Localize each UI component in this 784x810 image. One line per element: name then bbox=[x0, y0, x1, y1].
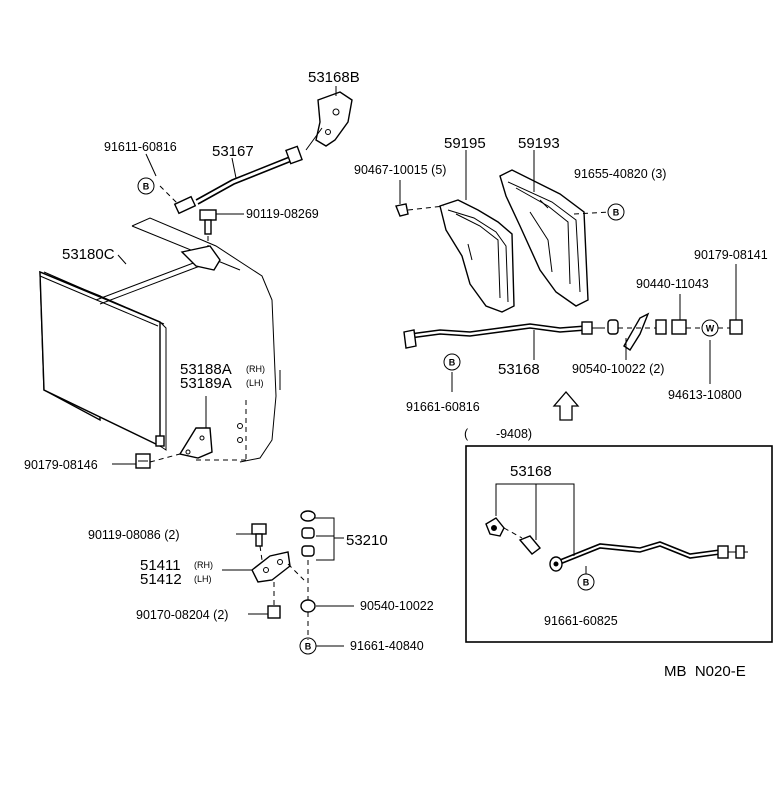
shield-59195 bbox=[439, 199, 515, 313]
label-91611-60816: 91611-60816 bbox=[104, 140, 177, 154]
label-inset-53168: 53168 bbox=[510, 463, 552, 480]
bolt-90119-08086 bbox=[251, 523, 267, 547]
label-90179-08141: 90179-08141 bbox=[694, 248, 768, 262]
label-53167: 53167 bbox=[212, 143, 254, 160]
svg-text:B: B bbox=[613, 208, 620, 218]
inset-leader bbox=[495, 483, 587, 574]
label-91655-40820: 91655-40820 (3) bbox=[574, 167, 666, 181]
label-90467-10015: 90467-10015 (5) bbox=[354, 163, 446, 177]
label-53168: 53168 bbox=[498, 361, 540, 378]
nut-90179-08141 bbox=[729, 319, 743, 335]
label-90170-08204: 90170-08204 (2) bbox=[136, 608, 228, 622]
label-53188A-rh: (RH) bbox=[246, 364, 265, 374]
svg-text:W: W bbox=[706, 324, 715, 334]
bolt-90119-08269 bbox=[199, 209, 244, 235]
grommet-90540-10022-bottom bbox=[300, 599, 316, 613]
label-53189A: 53189A bbox=[180, 375, 232, 392]
b-symbol-2: B bbox=[607, 203, 625, 221]
label-53210: 53210 bbox=[346, 532, 388, 549]
seal-panel bbox=[95, 217, 277, 463]
rod-53167 bbox=[173, 145, 303, 215]
view-arrow-icon bbox=[552, 391, 580, 421]
label-91661-40840: 91661-40840 bbox=[350, 639, 424, 653]
label-53168B: 53168B bbox=[308, 69, 360, 86]
shield-59193 bbox=[499, 169, 589, 307]
collar-90440-11043 bbox=[655, 319, 687, 335]
label-53189A-lh: (LH) bbox=[246, 378, 264, 388]
inset-box bbox=[465, 445, 773, 643]
label-90540-10022-2: 90540-10022 (2) bbox=[572, 362, 664, 376]
svg-text:B: B bbox=[583, 578, 590, 588]
label-94613-10800: 94613-10800 bbox=[668, 388, 742, 402]
bracket-51411-51412 bbox=[251, 551, 291, 583]
label-51412-lh: (LH) bbox=[194, 574, 212, 584]
cushion-53210 bbox=[300, 510, 316, 557]
nut-90179-08146 bbox=[135, 453, 151, 469]
label-90119-08269: 90119-08269 bbox=[246, 207, 319, 221]
label-91661-60825: 91661-60825 bbox=[544, 614, 618, 628]
bracket-53168B bbox=[305, 91, 353, 151]
nut-90170-08204 bbox=[267, 605, 281, 619]
label-51412: 51412 bbox=[140, 571, 182, 588]
radiator-panel-53180C bbox=[39, 270, 167, 451]
bracket-clip bbox=[623, 312, 650, 351]
label-90119-08086: 90119-08086 (2) bbox=[88, 528, 180, 542]
label-90440-11043: 90440-11043 bbox=[636, 277, 709, 291]
diagram-code: MB N020-E bbox=[664, 663, 746, 680]
label-51411: 51411 bbox=[140, 557, 181, 574]
label-53188A: 53188A bbox=[180, 361, 232, 378]
grommet-90540-10022 bbox=[607, 319, 619, 335]
screw-90467-10015 bbox=[395, 203, 409, 217]
svg-text:B: B bbox=[143, 182, 150, 192]
svg-text:B: B bbox=[305, 642, 312, 652]
label-90540-10022: 90540-10022 bbox=[360, 599, 434, 613]
b-symbol-4: B bbox=[577, 573, 595, 591]
label-53180C: 53180C bbox=[62, 246, 115, 263]
b-symbol-3: B bbox=[443, 353, 461, 371]
label-inset-range: ( -9408) bbox=[464, 427, 532, 441]
b-symbol-1: B bbox=[137, 177, 155, 195]
label-51411-rh: (RH) bbox=[194, 560, 213, 570]
label-59195: 59195 bbox=[444, 135, 486, 152]
rod-53168 bbox=[403, 321, 600, 349]
svg-text:B: B bbox=[449, 358, 456, 368]
w-symbol: W bbox=[701, 319, 719, 337]
inset-rod-53168 bbox=[485, 517, 748, 572]
label-91661-60816: 91661-60816 bbox=[406, 400, 480, 414]
b-symbol-5: B bbox=[299, 637, 317, 655]
label-90179-08146: 90179-08146 bbox=[24, 458, 98, 472]
bracket-53188A-53189A bbox=[178, 427, 213, 459]
label-59193: 59193 bbox=[518, 135, 560, 152]
